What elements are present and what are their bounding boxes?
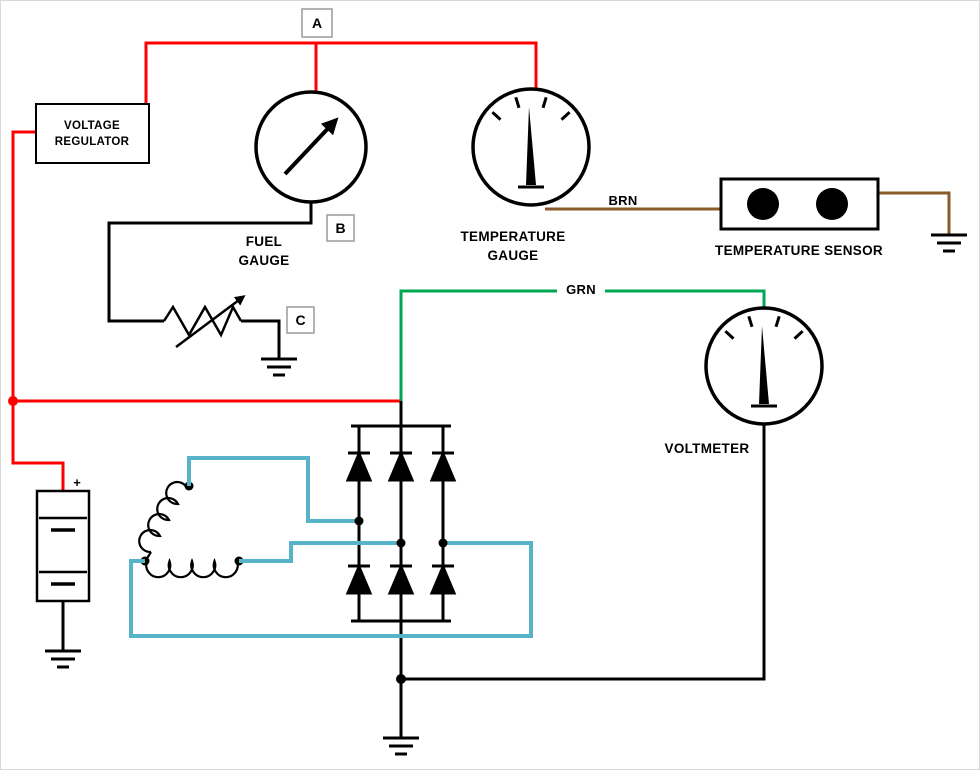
brown-wires — [545, 191, 951, 234]
diode-bottom-1 — [345, 563, 373, 595]
wire-label-brn-bg — [601, 193, 646, 207]
sensor-terminal-left — [747, 188, 779, 220]
terminal-b-box — [326, 214, 355, 242]
diode-bottom-2 — [387, 563, 415, 595]
voltmeter-label: VOLTMETER — [665, 441, 750, 456]
wire-label-grn-bg — [557, 280, 605, 298]
resistor-arrow — [175, 295, 246, 349]
fuel-gauge: FUEL GAUGE — [238, 90, 368, 268]
voltmeter-needle — [759, 326, 769, 404]
rectifier-diodes — [345, 450, 457, 595]
diode-top-1 — [345, 450, 373, 482]
temperature-gauge-label-line1: TEMPERATURE — [460, 229, 565, 244]
wire-cyan-phase-a — [187, 456, 359, 523]
ground-symbol-fuel-sender — [261, 357, 297, 377]
phase-c-junction-dot — [438, 538, 448, 548]
terminal-label-c: C — [286, 306, 315, 334]
wire-cyan-phase-c — [129, 541, 533, 638]
wire-red-top-run — [144, 41, 538, 105]
ground-symbol-temperature-sensor — [931, 233, 967, 253]
terminal-a-box — [301, 8, 333, 38]
fuel-sender-resistor — [162, 295, 246, 349]
terminal-b-letter: B — [335, 220, 345, 236]
voltage-regulator: VOLTAGE REGULATOR — [35, 103, 150, 164]
red-wires — [11, 41, 538, 491]
wire-cyan-phase-b — [239, 541, 401, 563]
wire-red-left-run — [11, 130, 65, 491]
wire-voltmeter-to-ground — [401, 424, 766, 681]
resistor-zigzag — [162, 304, 243, 338]
battery-plates — [39, 516, 87, 586]
fuel-gauge-needle — [283, 117, 339, 176]
battery-positive-label: + — [73, 475, 81, 490]
wire-label-grn-text: GRN — [566, 282, 596, 297]
temperature-gauge — [471, 87, 591, 207]
black-junction-dot — [396, 674, 406, 684]
diode-top-2 — [387, 450, 415, 482]
temperature-gauge-label-line2: GAUGE — [487, 248, 538, 263]
fuel-gauge-label-line1: FUEL — [246, 234, 282, 249]
black-wires — [61, 202, 766, 737]
temperature-sensor: TEMPERATURE SENSOR — [715, 177, 883, 258]
temperature-sensor-box — [719, 177, 880, 231]
terminal-label-b: B — [326, 214, 355, 242]
wire-label-grn: GRN — [557, 280, 605, 298]
fuel-gauge-label-line2: GAUGE — [238, 253, 289, 268]
red-junction-dot — [8, 396, 18, 406]
wire-fuel-gauge-to-resistor — [107, 202, 313, 323]
ground-symbol-battery — [45, 649, 81, 669]
voltmeter — [704, 306, 824, 426]
stator-windings — [138, 480, 244, 579]
stator-winding-diagonal — [138, 480, 188, 554]
sensor-terminal-right — [816, 188, 848, 220]
voltage-regulator-label-line1: VOLTAGE — [64, 120, 120, 132]
temperature-sensor-label: TEMPERATURE SENSOR — [715, 243, 883, 258]
phase-b-junction-dot — [396, 538, 406, 548]
terminal-c-letter: C — [295, 312, 305, 328]
battery: + — [35, 475, 91, 603]
temperature-gauge-ticks — [491, 96, 571, 121]
diode-bottom-3 — [429, 563, 457, 595]
stator-winding-horizontal — [145, 557, 239, 579]
terminal-a-letter: A — [312, 15, 322, 31]
terminal-c-box — [286, 306, 315, 334]
voltage-regulator-label-line2: REGULATOR — [55, 136, 130, 148]
wire-label-brn: BRN — [601, 193, 646, 208]
wire-resistor-to-ground — [241, 319, 281, 358]
temperature-gauge-needle — [526, 107, 536, 185]
phase-a-junction-dot — [354, 516, 364, 526]
diode-top-3 — [429, 450, 457, 482]
voltmeter-ticks — [724, 315, 804, 340]
terminal-label-a: A — [301, 8, 333, 38]
cyan-wires — [129, 456, 533, 638]
wire-brown-sensor-to-ground — [878, 191, 951, 234]
voltage-regulator-box — [35, 103, 150, 164]
ground-symbol-main — [383, 736, 419, 756]
wire-label-brn-text: BRN — [608, 193, 637, 208]
